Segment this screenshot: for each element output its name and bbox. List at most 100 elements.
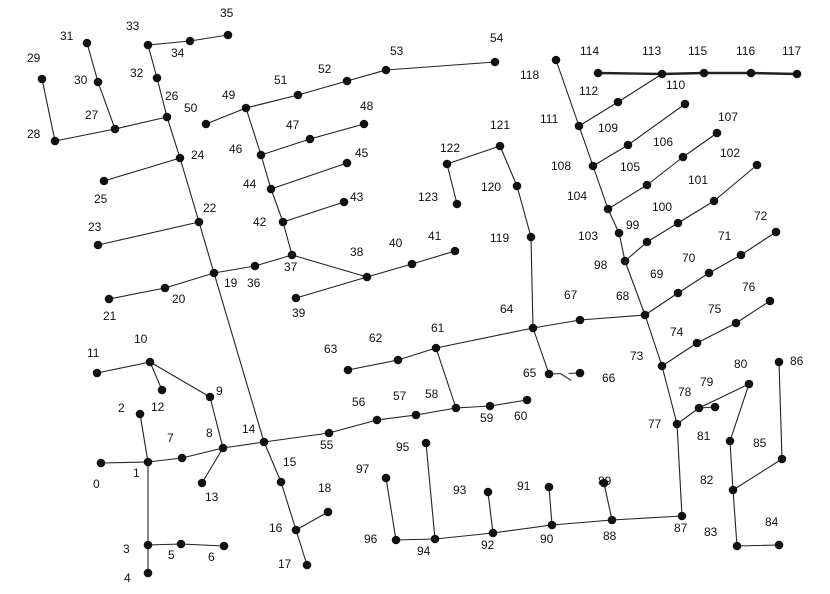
node-53 bbox=[381, 65, 391, 75]
node-77 bbox=[672, 419, 682, 429]
node-label-27: 27 bbox=[85, 108, 99, 122]
edge-61-62 bbox=[397, 347, 437, 361]
edge-64-65 bbox=[532, 327, 550, 375]
edge-55-56 bbox=[328, 419, 378, 434]
node-label-19: 19 bbox=[224, 276, 238, 290]
node-label-89: 89 bbox=[598, 474, 612, 488]
node-label-97: 97 bbox=[356, 462, 370, 476]
edge-19-20 bbox=[164, 272, 215, 289]
node-34 bbox=[185, 36, 195, 46]
node-41 bbox=[450, 246, 460, 256]
edge-1-2 bbox=[139, 413, 149, 463]
edge-8-14 bbox=[222, 441, 265, 449]
edge-122-123 bbox=[446, 163, 458, 205]
node-label-9: 9 bbox=[216, 384, 223, 398]
node-12 bbox=[157, 385, 167, 395]
node-111 bbox=[574, 121, 584, 131]
node-label-69: 69 bbox=[650, 267, 664, 281]
node-label-74: 74 bbox=[670, 325, 684, 339]
node-52 bbox=[342, 76, 352, 86]
node-103 bbox=[614, 228, 624, 238]
node-label-77: 77 bbox=[648, 417, 662, 431]
node-label-39: 39 bbox=[292, 306, 306, 320]
node-26 bbox=[162, 112, 172, 122]
edge-9-10 bbox=[149, 361, 211, 398]
node-label-116: 116 bbox=[736, 44, 755, 58]
node-label-33: 33 bbox=[126, 19, 140, 33]
edge-96-97 bbox=[385, 477, 397, 541]
node-69 bbox=[673, 288, 683, 298]
node-62 bbox=[393, 355, 403, 365]
node-64 bbox=[528, 323, 538, 333]
edge-38-39 bbox=[295, 276, 368, 299]
node-36 bbox=[250, 261, 260, 271]
node-label-54: 54 bbox=[490, 31, 504, 45]
node-label-99: 99 bbox=[626, 218, 640, 232]
edge-44-45 bbox=[270, 162, 348, 190]
edge-88-89 bbox=[603, 482, 613, 521]
node-label-56: 56 bbox=[352, 395, 366, 409]
node-label-43: 43 bbox=[350, 190, 364, 204]
edge-layer bbox=[41, 34, 798, 573]
node-label-38: 38 bbox=[350, 245, 364, 259]
node-17 bbox=[302, 560, 312, 570]
node-42 bbox=[278, 217, 288, 227]
node-label-66: 66 bbox=[602, 371, 616, 385]
node-73 bbox=[657, 361, 667, 371]
node-label-28: 28 bbox=[27, 127, 41, 141]
edge-119-120 bbox=[516, 185, 532, 238]
edge-101-102 bbox=[713, 164, 758, 202]
edge-74-75 bbox=[696, 322, 737, 344]
node-label-60: 60 bbox=[514, 409, 528, 423]
edge-16-18 bbox=[295, 511, 329, 531]
node-label-50: 50 bbox=[184, 101, 198, 115]
edge-8-9 bbox=[209, 396, 224, 449]
node-99 bbox=[642, 237, 652, 247]
edge-73-74 bbox=[661, 342, 698, 367]
node-label-57: 57 bbox=[393, 389, 407, 403]
node-122 bbox=[442, 159, 452, 169]
node-115 bbox=[699, 68, 709, 78]
edge-46-49 bbox=[245, 107, 262, 156]
edge-0-1 bbox=[100, 461, 149, 464]
edge-22-23 bbox=[97, 221, 200, 246]
node-84 bbox=[774, 540, 784, 550]
node-100 bbox=[673, 218, 683, 228]
edge-94-95 bbox=[425, 442, 436, 540]
node-label-75: 75 bbox=[708, 302, 722, 316]
node-85 bbox=[777, 454, 787, 464]
edge-34-35 bbox=[189, 34, 229, 42]
edge-92-93 bbox=[487, 491, 494, 534]
node-47 bbox=[305, 134, 315, 144]
node-112 bbox=[613, 97, 623, 107]
node-label-65: 65 bbox=[523, 366, 537, 380]
node-72 bbox=[771, 227, 781, 237]
edge-47-48 bbox=[309, 123, 365, 140]
node-113 bbox=[657, 69, 667, 79]
edge-26-32 bbox=[156, 77, 168, 118]
edge-26-27 bbox=[114, 116, 168, 130]
node-58 bbox=[451, 403, 461, 413]
node-label-114: 114 bbox=[580, 44, 599, 58]
node-label-40: 40 bbox=[389, 236, 403, 250]
node-label-1: 1 bbox=[133, 466, 140, 480]
node-51 bbox=[293, 90, 303, 100]
edge-81-82 bbox=[729, 440, 734, 491]
node-11 bbox=[92, 368, 102, 378]
edge-24-25 bbox=[103, 157, 181, 182]
node-57 bbox=[411, 410, 421, 420]
node-label-63: 63 bbox=[324, 342, 338, 356]
edge-27-28 bbox=[54, 128, 116, 142]
node-label-10: 10 bbox=[134, 332, 148, 346]
node-label-95: 95 bbox=[396, 440, 410, 454]
edge-113-115 bbox=[661, 71, 705, 76]
node-label-93: 93 bbox=[453, 483, 467, 497]
edge-19-22 bbox=[198, 221, 215, 274]
edge-52-53 bbox=[346, 69, 387, 82]
node-104 bbox=[603, 204, 613, 214]
node-label-90: 90 bbox=[540, 532, 554, 546]
edge-33-34 bbox=[147, 40, 191, 46]
node-121 bbox=[495, 141, 505, 151]
node-label-0: 0 bbox=[93, 477, 100, 491]
node-label-5: 5 bbox=[168, 548, 175, 562]
